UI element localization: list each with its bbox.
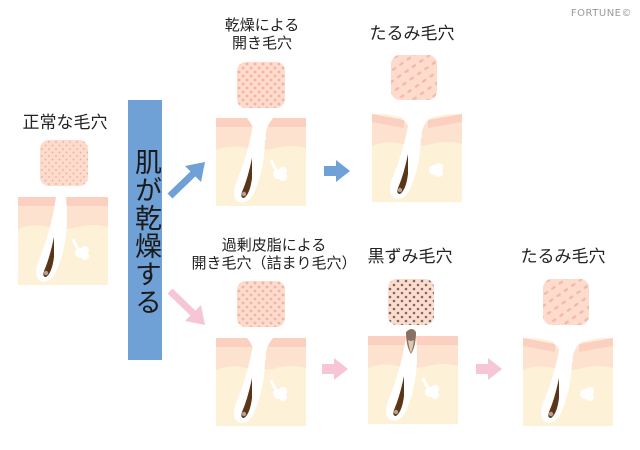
pink-arrow-down-icon (167, 288, 205, 325)
sagging-pore-swatch-bottom (543, 279, 589, 325)
sagging-pore-cross-section-top (372, 114, 460, 200)
cause-bar-label: 肌が乾燥する (130, 148, 161, 316)
normal-pore-swatch (40, 140, 88, 186)
sagging-pore-label-bottom: たるみ毛穴 (520, 247, 606, 267)
label-line: 乾燥による (224, 16, 300, 34)
label-line: 開き毛穴（詰まり毛穴） (191, 254, 357, 272)
pink-arrow-right-icon (322, 358, 348, 380)
blackhead-pore-cross-section (368, 336, 456, 422)
normal-pore-label: 正常な毛穴 (22, 113, 108, 133)
blackhead-pore-swatch (388, 279, 434, 325)
label-line: 過剰皮脂による (221, 236, 327, 254)
dry-open-pore-swatch (237, 62, 285, 108)
label-line: 開き毛穴 (231, 34, 292, 52)
blackhead-pore-label: 黒ずみ毛穴 (367, 247, 453, 267)
normal-pore-cross-section (18, 197, 108, 285)
sebum-open-pore-label: 過剰皮脂による開き毛穴（詰まり毛穴） (191, 236, 356, 272)
blue-arrow-up-icon (167, 162, 205, 199)
cause-bar: 肌が乾燥する (128, 100, 162, 360)
pink-arrow-right-icon (476, 358, 502, 380)
dry-open-pore-label: 乾燥による開き毛穴 (225, 16, 300, 52)
sagging-pore-swatch-top (391, 55, 437, 100)
blue-arrow-right-icon (324, 160, 350, 182)
sagging-pore-label-top: たるみ毛穴 (369, 24, 455, 44)
sebum-open-pore-cross-section (216, 338, 306, 426)
sebum-open-pore-swatch (237, 281, 285, 327)
sagging-pore-cross-section-bottom (523, 338, 609, 422)
brand-logo: FORTUNE© (570, 8, 632, 19)
dry-open-pore-cross-section (216, 118, 306, 206)
